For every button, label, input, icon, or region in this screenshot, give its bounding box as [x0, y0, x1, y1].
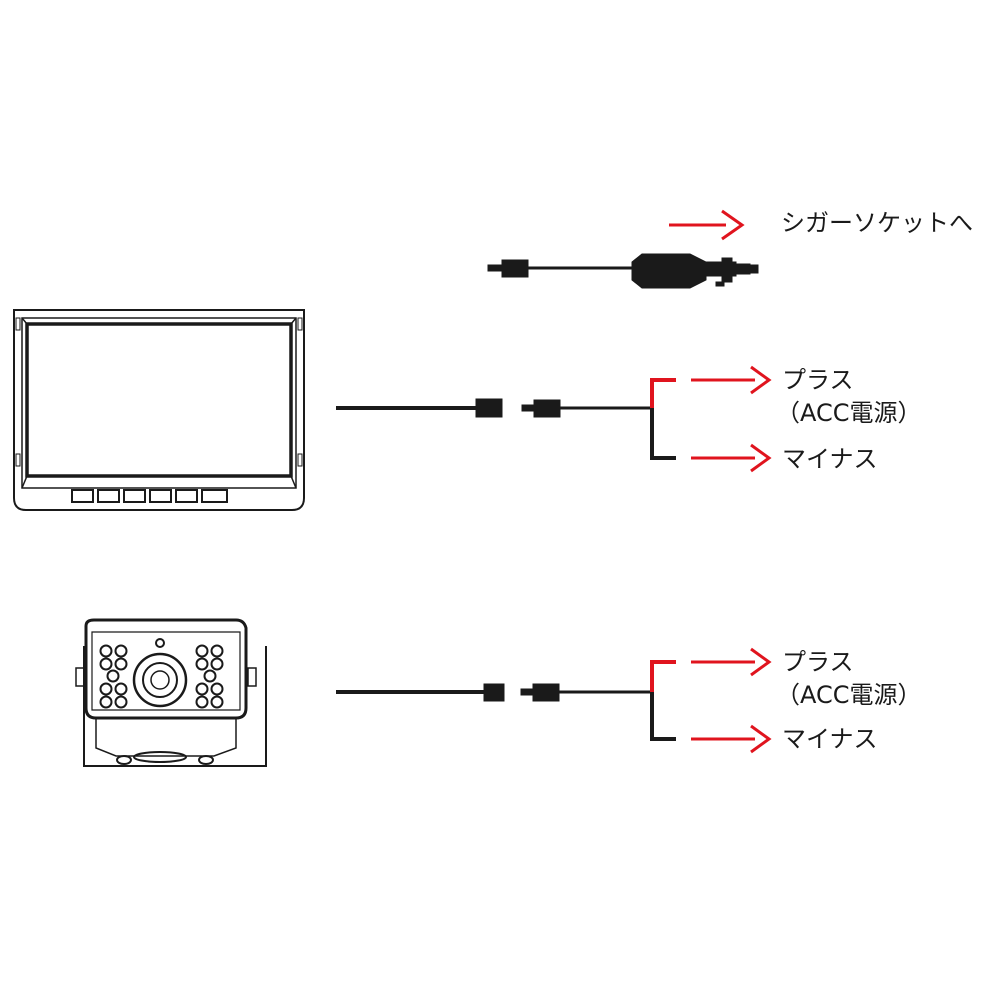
monitor-plus-label: プラス: [782, 366, 854, 394]
monitor-cable-connector-tip: [521, 404, 535, 412]
camera-branch-plus: [650, 660, 676, 692]
camera-cable: [336, 660, 676, 741]
arrow-right-icon: [669, 209, 745, 241]
monitor-button-6: [201, 489, 228, 503]
monitor-cable-connector-male: [533, 399, 561, 418]
arrow-right-icon: [691, 365, 772, 395]
rear-camera-icon: [75, 618, 267, 767]
monitor-button-2: [97, 489, 120, 503]
camera-lens-core: [150, 670, 170, 690]
monitor-acc-label: （ACC電源）: [776, 399, 922, 427]
camera-cable-connector-male: [532, 683, 560, 702]
camera-acc-label: （ACC電源）: [776, 681, 922, 709]
arrow-right-icon: [691, 724, 772, 754]
camera-lens-inner: [142, 662, 178, 698]
camera-cable-connector-tip: [520, 688, 534, 696]
monitor-button-3: [123, 489, 146, 503]
cigar-cable-connector-tip: [487, 264, 503, 272]
camera-branch-minus: [650, 692, 676, 741]
monitor-button-1: [71, 489, 94, 503]
cigar-cable-connector: [501, 259, 529, 278]
monitor-minus-label: マイナス: [782, 445, 878, 473]
camera-lens-outer: [132, 652, 188, 708]
monitor-icon: [13, 309, 305, 511]
arrow-right-icon: [691, 443, 772, 473]
camera-cable-connector-female: [483, 683, 505, 702]
arrow-right-icon: [691, 647, 772, 677]
monitor-branch-minus: [650, 408, 676, 460]
monitor-cable-connector-female: [475, 398, 503, 418]
cigar-socket-label: シガーソケットへ: [781, 209, 973, 237]
monitor-button-5: [175, 489, 198, 503]
cigar-plug-cable: [487, 253, 759, 289]
monitor-branch-plus: [650, 378, 676, 408]
monitor-button-4: [149, 489, 172, 503]
cigar-plug-icon: [631, 253, 707, 289]
monitor-cable: [336, 378, 676, 460]
camera-plus-label: プラス: [782, 648, 854, 676]
camera-minus-label: マイナス: [782, 725, 878, 753]
